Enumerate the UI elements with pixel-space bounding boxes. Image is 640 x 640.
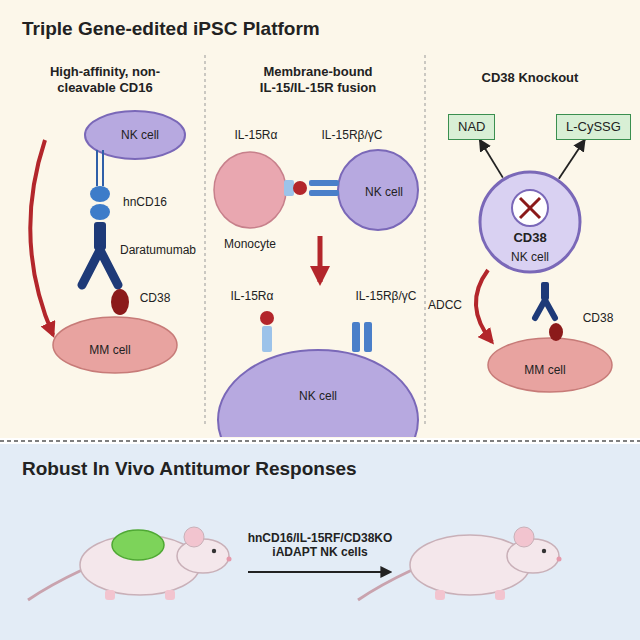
cell-label: Monocyte: [224, 237, 276, 251]
treatment-label: hnCD16/IL-15RF/CD38KO iADAPT NK cells: [235, 531, 405, 560]
panel-divider: [0, 440, 640, 442]
cell-label: MM cell: [89, 343, 130, 357]
receptor-label: IL-15Rα: [231, 289, 274, 303]
panel-title: Triple Gene-edited iPSC Platform: [22, 18, 618, 41]
cd38ko-illustration: [476, 270, 612, 392]
column-divider: [425, 55, 426, 425]
node-text: L-CySSG: [566, 119, 621, 135]
cell-label: NK cell: [365, 185, 403, 199]
column-heading: Membrane-bound IL-15/IL-15R fusion: [258, 64, 378, 95]
receptor-label: IL-15Rβ/γC: [322, 128, 383, 142]
metabolite-box: NAD: [448, 114, 495, 140]
cd16-illustration: [30, 111, 185, 373]
column-divider: [205, 55, 206, 425]
connector-arrow: [559, 140, 585, 179]
mouse-with-tumor: [28, 527, 232, 600]
cell-label: NK cell: [511, 250, 549, 264]
antigen-label: CD38: [140, 291, 171, 305]
treatment-arrow: [248, 571, 390, 573]
mechanism-label: ADCC: [428, 298, 462, 312]
panel-title: Robust In Vivo Antitumor Responses: [22, 458, 618, 481]
cell-label: NK cell: [299, 389, 337, 403]
il15-illustration: [214, 150, 418, 490]
column-heading: High-affinity, non-cleavable CD16: [45, 64, 165, 95]
receptor-label: IL-15Rβ/γC: [356, 289, 417, 303]
receptor-label: hnCD16: [123, 195, 167, 209]
metabolite-box: L-CySSG: [556, 114, 631, 140]
bottom-panel: [0, 444, 640, 640]
antibody-label: Daratumumab: [120, 243, 196, 257]
antigen-label: CD38: [583, 311, 614, 325]
connector-arrow: [480, 140, 503, 178]
column-heading: CD38 Knockout: [455, 70, 605, 86]
cell-label: MM cell: [524, 363, 565, 377]
receptor-label: IL-15Rα: [235, 128, 278, 142]
node-text: NAD: [458, 119, 485, 135]
cell-label: NK cell: [121, 128, 159, 142]
node-text: CD38: [478, 230, 582, 246]
